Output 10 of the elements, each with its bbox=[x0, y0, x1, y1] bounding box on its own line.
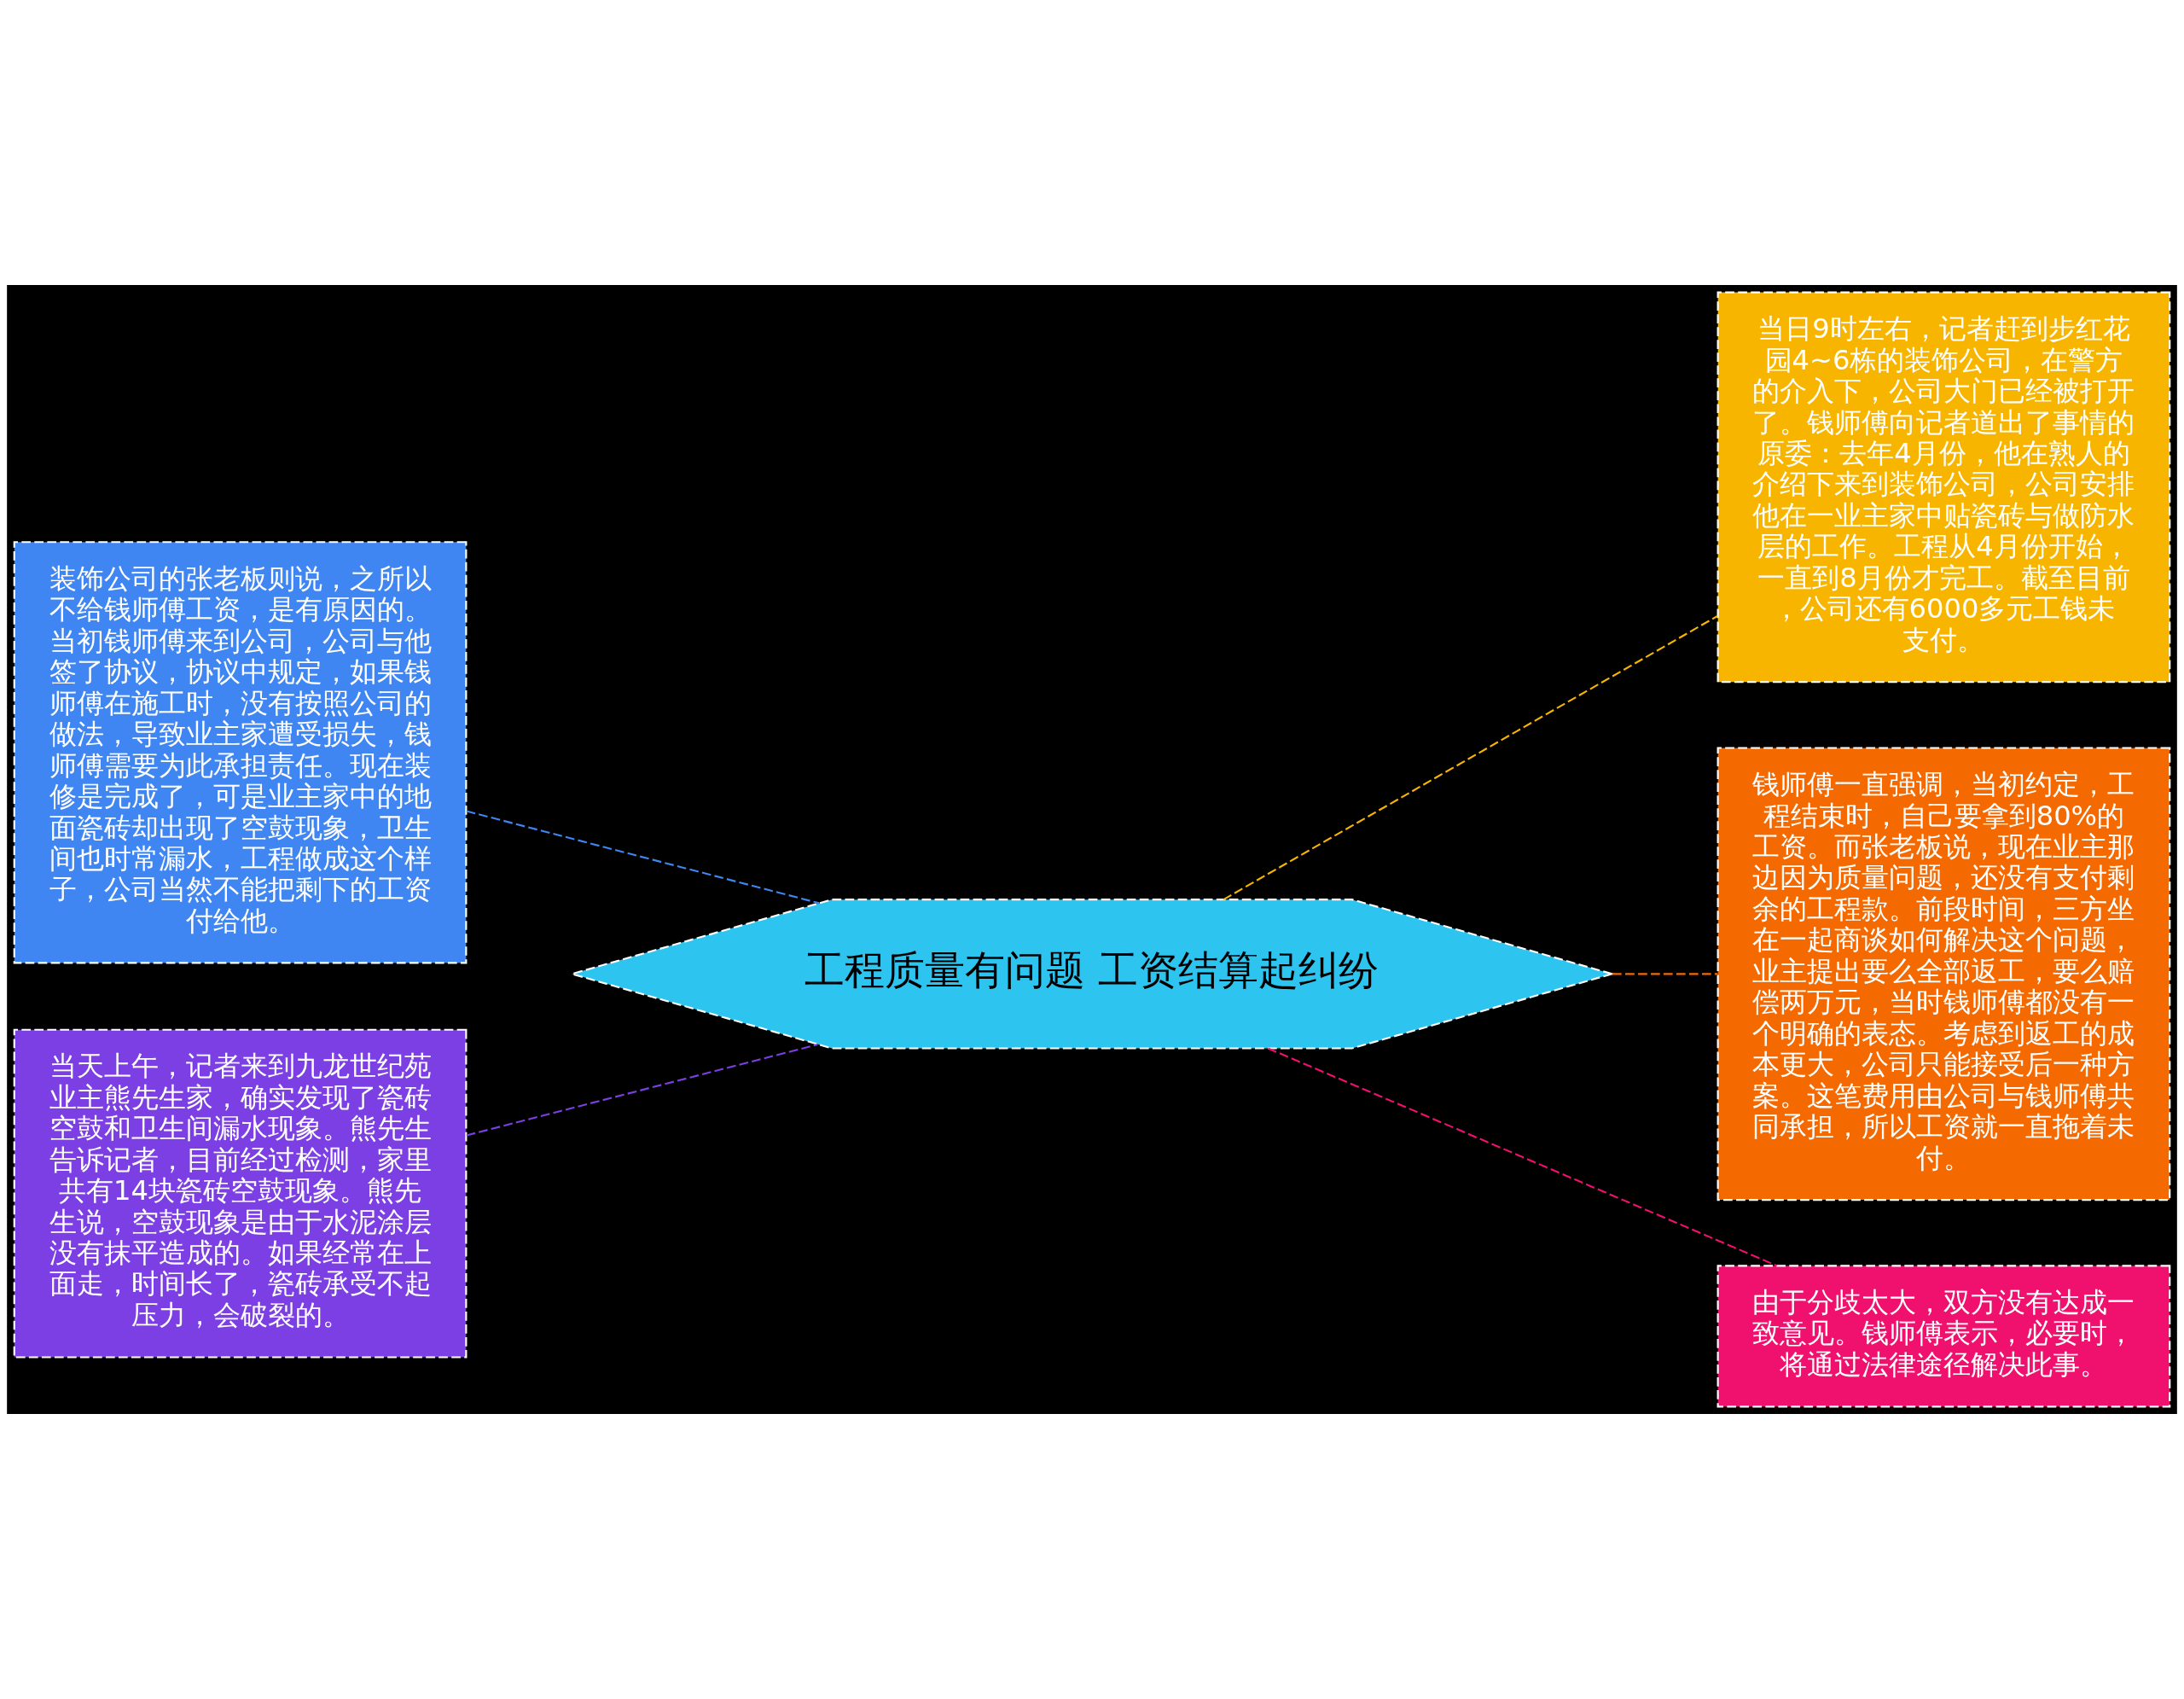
node-box: 当日9时左右，记者赶到步红花园4~6栋的装饰公司，在警方的介入下，公司大门已经被打开了。钱师傅向记者道出了事情的原委：去年4月份，他在熟人的介绍下来到装饰公司，公司安排他在一业主家中贴瓷砖与做防水层的工作。工程从4月份开始，一直到8月份才完工。截至目前，公司还有6000多元工钱未支付。 bbox=[1716, 291, 2171, 684]
connector bbox=[1223, 615, 1718, 900]
node-box: 装饰公司的张老板则说，之所以不给钱师傅工资，是有原因的。当初钱师傅来到公司，公司与他签了协议，协议中规定，如果钱师傅在施工时，没有按照公司的做法，导致业主家遭受损失，钱师傅需要为此承担责任。现在装修是完成了，可是业主家中的地面瓷砖却出现了空鼓现象，卫生间也时常漏水，工程做成这个样子，公司当然不能把剩下的工资付给他。 bbox=[13, 541, 468, 964]
connector bbox=[466, 1043, 818, 1137]
connector bbox=[1612, 973, 1718, 975]
connector bbox=[1267, 1047, 1777, 1267]
node-box: 由于分歧太大，双方没有达成一致意见。钱师傅表示，必要时，将通过法律途径解决此事。 bbox=[1716, 1265, 2171, 1408]
node-box: 当天上午，记者来到九龙世纪苑业主熊先生家，确实发现了瓷砖空鼓和卫生间漏水现象。熊先生告诉记者，目前经过检测，家里共有14块瓷砖空鼓现象。熊先生说，空鼓现象是由于水泥涂层没有抹平造成的。如果经常在上面走，时间长了，瓷砖承受不起压力，会破裂的。 bbox=[13, 1028, 468, 1359]
node-box: 钱师傅一直强调，当初约定，工程结束时，自己要拿到80%的工资。而张老板说，现在业主那边因为质量问题，还没有支付剩余的工程款。前段时间，三方坐在一起商谈如何解决这个问题，业主提出要么全部返工，要么赔偿两万元，当时钱师傅都没有一个明确的表态。考虑到返工的成本更大，公司只能接受后一种方案。这笔费用由公司与钱师傅共同承担，所以工资就一直拖着未付。 bbox=[1716, 747, 2171, 1202]
connector bbox=[466, 810, 820, 905]
